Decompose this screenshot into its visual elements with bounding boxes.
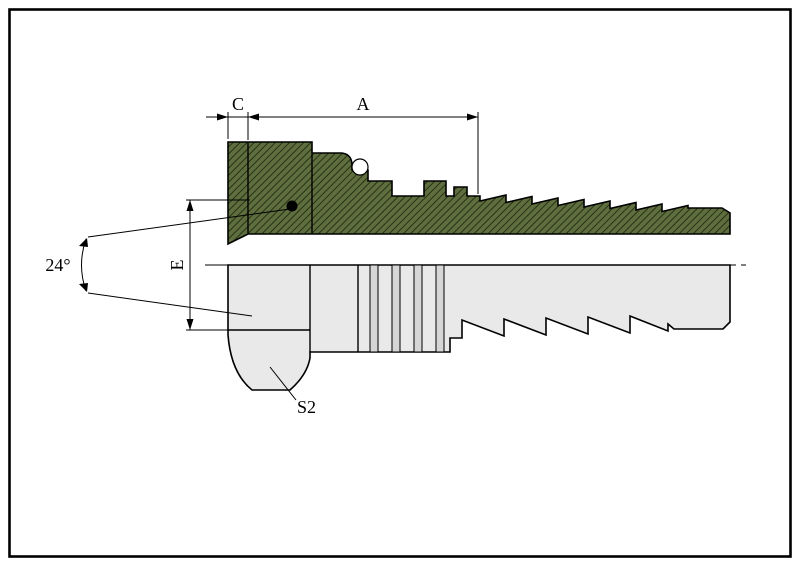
cone-angle-label: 24°	[45, 255, 70, 275]
cone-projection-line-lower	[87, 292, 253, 317]
cone-projection-line-upper	[87, 208, 291, 238]
ferrule-notch	[351, 158, 369, 176]
arrowhead	[467, 113, 478, 121]
arrowhead	[186, 319, 194, 330]
dimension-cone-angle: 24°	[45, 208, 291, 317]
collar-groove	[391, 264, 401, 353]
upper-section-profile	[227, 141, 731, 246]
arrowhead	[79, 238, 88, 247]
arrowhead	[186, 200, 194, 211]
arrowhead	[248, 113, 259, 121]
dimension-a-label: A	[357, 94, 370, 114]
o-ring-section-dot	[286, 200, 298, 212]
dimension-e-label: E	[167, 260, 187, 271]
lower-body-profile	[227, 264, 731, 391]
dimension-s2: S2	[269, 366, 316, 417]
collar-groove	[369, 264, 379, 353]
outside-lower-half	[227, 264, 731, 391]
angle-arc	[81, 238, 87, 292]
arrowhead	[217, 113, 228, 121]
dimension-s2-label: S2	[297, 397, 316, 417]
leader-line	[269, 366, 297, 401]
collar-groove	[413, 264, 423, 353]
dimension-c-label: C	[232, 94, 244, 114]
sheet-border	[8, 8, 792, 558]
dimension-a: A	[357, 94, 479, 194]
dimension-c: C	[206, 94, 478, 140]
arrowhead	[79, 283, 88, 292]
sectioned-upper-half	[227, 141, 731, 246]
dimension-e: E	[167, 199, 250, 331]
collar-groove	[435, 264, 445, 353]
